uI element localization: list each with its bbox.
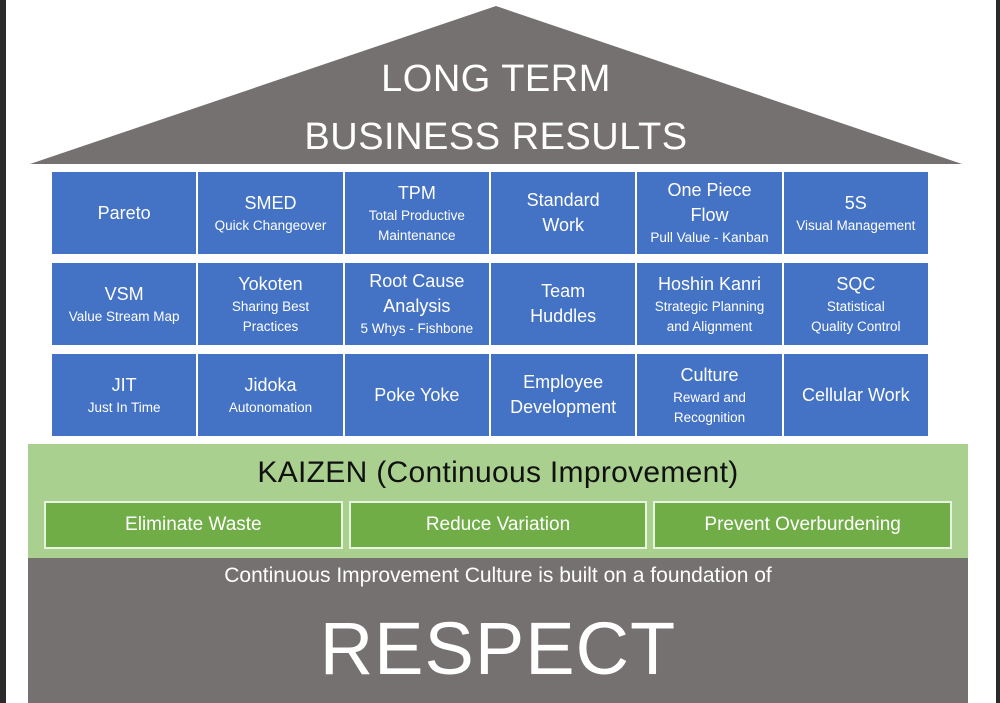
pillar-cell-title: Hoshin Kanri <box>657 273 762 294</box>
foundation-title: RESPECT <box>319 607 677 690</box>
kaizen-title: KAIZEN (Continuous Improvement) <box>257 456 739 489</box>
pillar-cell-title: Standard <box>526 190 600 210</box>
house-diagram: LONG TERM BUSINESS RESULTS Pareto SMED Qui… <box>6 0 996 703</box>
pillar-cell-title: Culture <box>680 364 739 385</box>
kaizen-items: Eliminate Waste Reduce Variation Prevent… <box>44 501 952 549</box>
pillar-cell-title: Pareto <box>97 202 151 223</box>
kaizen-item-reduce-variation: Reduce Variation <box>348 501 648 549</box>
pillar-cell-title: SMED <box>244 192 297 213</box>
pillar-cell: Pareto <box>52 172 197 254</box>
roof-title-line-2: BUSINESS RESULTS <box>304 116 688 158</box>
pillar-cell-subtitle: Just In Time <box>87 399 161 415</box>
pillar-cell-title: Yokoten <box>238 273 303 294</box>
pillar-cell-subtitle: Practices <box>242 318 299 334</box>
pillar-cell-subtitle: Recognition <box>673 409 746 425</box>
pillar-cell-subtitle: Quick Changeover <box>214 217 327 233</box>
pillar-cell-subtitle: 5 Whys - Fishbone <box>360 321 474 336</box>
pillar-cell-subtitle: Maintenance <box>378 227 456 243</box>
pillar-cell-subtitle: Value Stream Map <box>68 308 180 324</box>
pillar-cell: JIT Just In Time <box>52 354 197 436</box>
pillar-cell-subtitle: Quality Control <box>811 318 901 334</box>
foundation: Continuous Improvement Culture is built … <box>28 558 968 703</box>
pillar-cell-subtitle: Sharing Best <box>231 298 310 314</box>
pillar-cell-subtitle: Strategic Planning <box>654 298 765 314</box>
pillar-grid: Pareto SMED Quick Changeover TPM Total Produ… <box>52 172 928 445</box>
pillar-cell-title: One Piece <box>667 180 752 200</box>
pillar-cell-title: Employee <box>523 372 604 392</box>
pillar-cell-title: Flow <box>690 205 729 225</box>
pillar-cell-subtitle: Autonomation <box>228 399 313 415</box>
pillar-cell-title: VSM <box>104 283 144 304</box>
pillar-cell: 5S Visual Management <box>783 172 928 254</box>
pillar-cell-title: Huddles <box>530 306 597 326</box>
pillar-cell-title: SQC <box>836 273 876 294</box>
pillar-cell: SMED Quick Changeover <box>198 172 343 254</box>
pillar-cell-title: Development <box>510 397 617 417</box>
pillar-cell-subtitle: and Alignment <box>666 318 753 334</box>
pillar-cell-subtitle: Visual Management <box>796 217 916 233</box>
foundation-subtitle: Continuous Improvement Culture is built … <box>224 564 772 587</box>
kaizen-item-prevent-overburdening: Prevent Overburdening <box>653 501 952 549</box>
pillar-cell: VSM Value Stream Map <box>52 263 197 345</box>
pillar-cell-title: Cellular Work <box>801 384 910 405</box>
pillar-cell-title: Poke Yoke <box>374 384 460 405</box>
pillar-cell: Cellular Work <box>783 354 928 436</box>
pillar-cell-title: Work <box>542 215 584 235</box>
pillar-cell-title: Root Cause <box>369 271 465 291</box>
pillar-cell-title: TPM <box>397 182 436 203</box>
roof-title-line-1: LONG TERM <box>381 58 611 100</box>
pillar-cell-subtitle: Statistical <box>826 298 885 314</box>
pillar-cell-subtitle: Pull Value - Kanban <box>650 230 769 245</box>
pillar-cell-subtitle: Total Productive <box>368 207 465 223</box>
roof: LONG TERM BUSINESS RESULTS <box>30 6 962 166</box>
roof-shape <box>30 6 962 164</box>
kaizen-band: KAIZEN (Continuous Improvement) Eliminat… <box>28 444 968 558</box>
pillar-cell-title: Jidoka <box>244 374 297 395</box>
pillar-cell-title: JIT <box>111 374 137 395</box>
pillar-cell-subtitle: Reward and <box>673 389 746 405</box>
pillar-cell-title: 5S <box>844 192 867 213</box>
pillar-cell-title: Team <box>541 281 586 301</box>
kaizen-item-eliminate-waste: Eliminate Waste <box>44 501 343 549</box>
roof-title: LONG TERM BUSINESS RESULTS <box>30 50 962 166</box>
pillar-row: Pareto SMED Quick Changeover TPM Total Produ… <box>52 172 928 254</box>
pillar-cell: Poke Yoke <box>344 354 489 436</box>
pillar-cell-title: Analysis <box>383 296 451 316</box>
